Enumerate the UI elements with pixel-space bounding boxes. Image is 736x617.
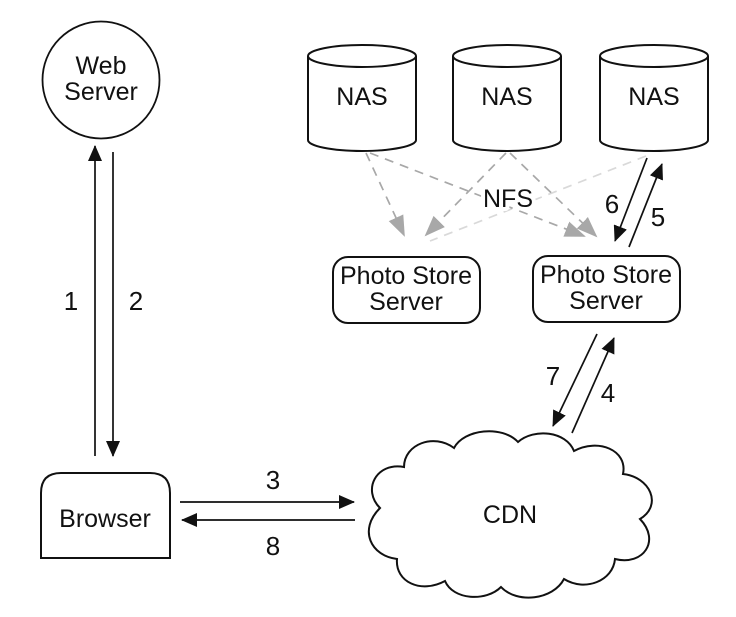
- arrow-4-cdn-to-photostore-icon: [571, 337, 615, 434]
- arrow-label-3: 3: [266, 465, 280, 495]
- browser-label: Browser: [59, 505, 151, 533]
- photo-store-server-left-node: Photo Store Server: [332, 256, 481, 324]
- nas-label-3: NAS: [628, 83, 679, 111]
- nfs-link-nas3-to-left-icon: [429, 155, 647, 242]
- nas-cylinder-3-icon: [599, 56, 709, 152]
- nas-cylinder-2-top-icon: [452, 44, 562, 68]
- web-server-circle: [41, 20, 161, 140]
- cdn-node: CDN: [367, 430, 653, 599]
- photo-store-server-right-node: Photo Store Server: [532, 255, 681, 323]
- photo-store-right-label-line2: Server: [569, 287, 643, 315]
- nfs-label: NFS: [483, 185, 533, 213]
- photo-store-left-label-line2: Server: [369, 288, 443, 316]
- nas-node-2: NAS: [452, 44, 562, 152]
- solid-arrows: [88, 145, 663, 527]
- arrow-label-5: 5: [651, 202, 665, 232]
- photo-store-right-label-line1: Photo Store: [540, 261, 672, 289]
- arrow-label-7: 7: [546, 361, 560, 391]
- arrow-5-photostore-to-nas-icon: [628, 163, 663, 248]
- nfs-link-nas1-to-right-icon: [369, 152, 586, 237]
- arrow-label-4: 4: [601, 378, 615, 408]
- arrow-7-photostore-to-cdn-icon: [552, 333, 598, 427]
- cdn-label: CDN: [483, 501, 537, 529]
- nfs-link-nas2-to-right-icon: [509, 152, 598, 238]
- photo-store-left-label-line1: Photo Store: [340, 262, 472, 290]
- arrow-number-labels: 1 2 3 4 5 6 7 8: [64, 189, 665, 561]
- browser-node: Browser: [40, 472, 171, 559]
- arrow-label-8: 8: [266, 531, 280, 561]
- photo-store-server-left-box: [332, 256, 481, 324]
- nfs-link-nas2-to-left-icon: [424, 152, 507, 237]
- nas-cylinder-2-icon: [452, 56, 562, 152]
- nfs-link-nas1-to-left-icon: [365, 152, 405, 237]
- nfs-dashed-links: [365, 152, 647, 242]
- cdn-cloud-icon: [367, 430, 653, 599]
- browser-box: [40, 472, 171, 559]
- nas-label-1: NAS: [336, 83, 387, 111]
- nas-cylinder-3-top-icon: [599, 44, 709, 68]
- arrow-label-6: 6: [605, 189, 619, 219]
- arrow-label-2: 2: [129, 286, 143, 316]
- nas-node-3: NAS: [599, 44, 709, 152]
- nas-cylinder-1-top-icon: [307, 44, 417, 68]
- web-server-label-line1: Web: [76, 52, 127, 80]
- web-server-node: Web Server: [41, 20, 161, 140]
- nas-label-2: NAS: [481, 83, 532, 111]
- photo-store-server-right-box: [532, 255, 681, 323]
- arrow-6-nas-to-photostore-icon: [613, 157, 648, 242]
- web-server-label-line2: Server: [64, 78, 138, 106]
- nas-cylinder-1-icon: [307, 56, 417, 152]
- nas-node-1: NAS: [307, 44, 417, 152]
- arrow-label-1: 1: [64, 286, 78, 316]
